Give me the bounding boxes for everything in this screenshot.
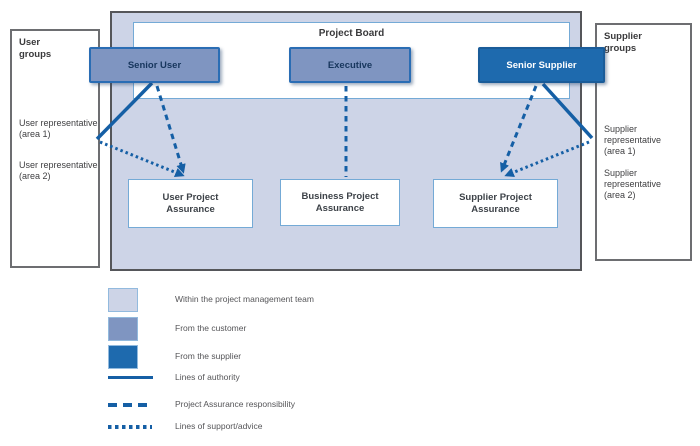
executive-box: Executive: [289, 47, 411, 83]
user-representative-area2-label: User representative (area 2): [19, 160, 98, 181]
legend-label-authority: Lines of authority: [175, 372, 240, 382]
legend-swatch-supplier: [108, 345, 138, 369]
user-groups-box: User groups User representative (area 1)…: [10, 29, 100, 268]
legend-solid-line-sample: [108, 376, 153, 379]
legend-label-support-advice: Lines of support/advice: [175, 421, 263, 431]
supplier-representative-area2-label: Supplier representative (area 2): [604, 168, 662, 200]
user-project-assurance-box: User Project Assurance: [128, 179, 253, 228]
legend-label-team: Within the project management team: [175, 294, 314, 304]
legend-swatch-team: [108, 288, 138, 312]
supplier-groups-heading: Supplier groups: [604, 31, 643, 54]
user-groups-heading: User groups: [19, 37, 52, 60]
legend-label-customer: From the customer: [175, 323, 247, 333]
legend-label-supplier: From the supplier: [175, 351, 242, 361]
legend-dotted-line-sample: [108, 425, 152, 429]
business-project-assurance-box: Business Project Assurance: [280, 179, 400, 226]
supplier-representative-area1-label: Supplier representative (area 1): [604, 124, 662, 156]
senior-user-box: Senior User: [89, 47, 220, 83]
supplier-groups-box: Supplier groups Supplier representative …: [595, 23, 692, 261]
legend-label-assurance-responsibility: Project Assurance responsibility: [175, 399, 296, 409]
user-representative-area1-label: User representative (area 1): [19, 118, 98, 139]
supplier-project-assurance-box: Supplier Project Assurance: [433, 179, 558, 228]
legend-swatch-customer: [108, 317, 138, 341]
legend-dashed-line-sample: [108, 403, 153, 407]
senior-supplier-box: Senior Supplier: [478, 47, 605, 83]
project-board-title: Project Board: [318, 28, 385, 39]
